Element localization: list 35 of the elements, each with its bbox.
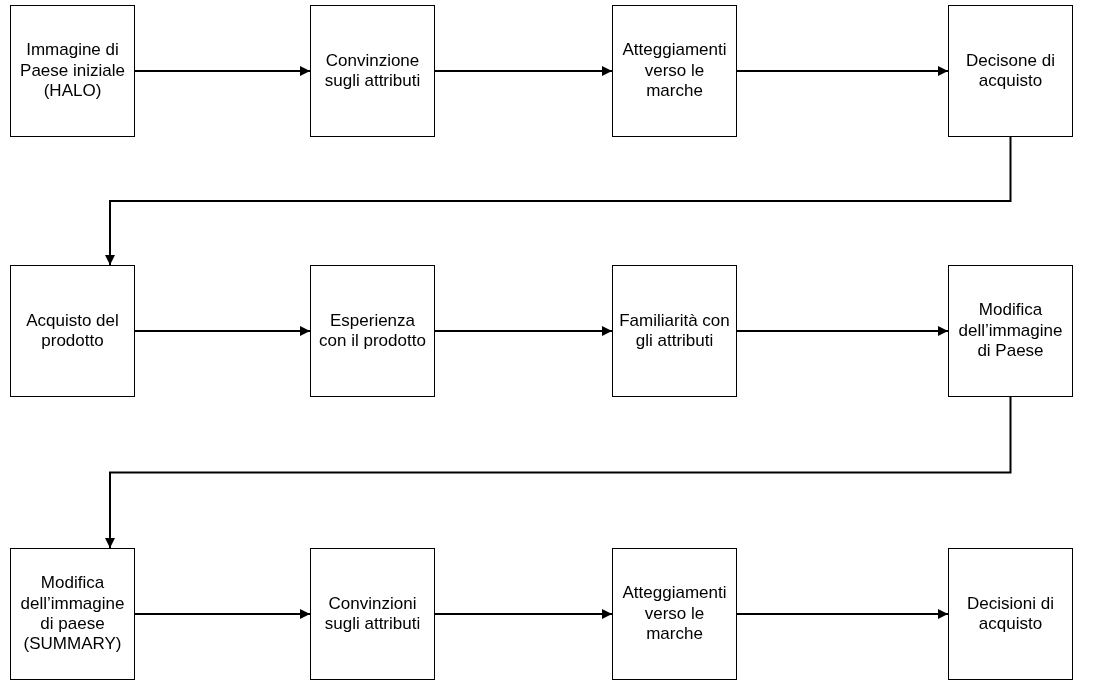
arrow <box>105 136 1012 266</box>
process-box <box>948 548 1073 680</box>
arrow <box>105 396 1012 549</box>
process-box <box>310 265 435 397</box>
process-box <box>10 265 135 397</box>
arrow <box>134 66 311 76</box>
arrow <box>736 609 949 619</box>
arrow <box>736 326 949 336</box>
box-label: Familiarità con gli attributi <box>618 310 731 352</box>
box-label: Decisone di acquisto <box>965 50 1056 92</box>
arrow <box>736 66 949 76</box>
arrow <box>434 609 613 619</box>
box-label: Convinzione sugli attributi <box>323 50 422 92</box>
process-box <box>948 265 1073 397</box>
box-label: Modifica dell’immagine di Paese <box>957 300 1064 362</box>
box-label: Modifica dell’immagine di paese (SUMMARY) <box>19 573 126 655</box>
arrow <box>134 326 311 336</box>
process-box <box>612 548 737 680</box>
arrow <box>434 326 613 336</box>
box-label: Decisioni di acquisto <box>966 593 1055 635</box>
process-box <box>612 265 737 397</box>
box-label: Esperienza con il prodotto <box>318 310 427 352</box>
process-box <box>310 5 435 137</box>
process-box <box>10 5 135 137</box>
process-box <box>948 5 1073 137</box>
box-label: Atteggiamenti verso le marche <box>621 40 728 102</box>
arrow <box>134 609 311 619</box>
box-label: Atteggiamenti verso le marche <box>621 583 728 645</box>
process-box <box>612 5 737 137</box>
arrow <box>434 66 613 76</box>
process-box <box>10 548 135 680</box>
box-label: Acquisto del prodotto <box>25 310 120 352</box>
process-box <box>310 548 435 680</box>
box-label: Immagine di Paese iniziale (HALO) <box>19 40 126 102</box>
box-label: Convinzioni sugli attributi <box>323 593 422 635</box>
